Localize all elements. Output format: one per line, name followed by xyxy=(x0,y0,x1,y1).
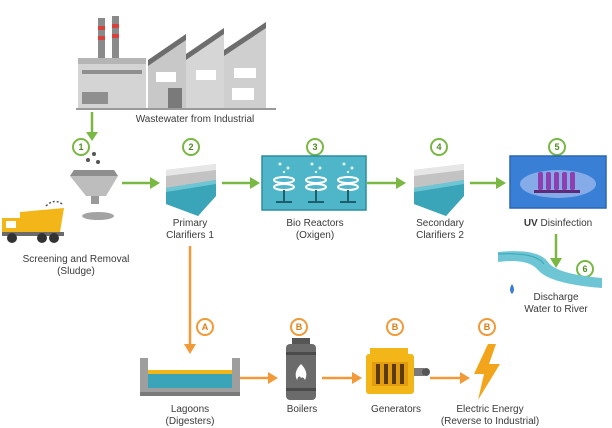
uv-label-rest: Disinfection xyxy=(537,218,593,229)
generators-label: Generators xyxy=(370,404,422,415)
secondary-clarifier-label-line1: Secondary xyxy=(416,218,464,229)
generator-icon xyxy=(366,348,430,394)
step-badge-1: 1 xyxy=(72,138,90,156)
boiler-icon xyxy=(286,338,316,400)
uv-label: UV Disinfection xyxy=(504,218,612,230)
bio-reactor-icon xyxy=(261,155,367,211)
discharge-label-line2: Water to River xyxy=(524,304,588,315)
factory-label: Wastewater from Industrial xyxy=(135,114,255,125)
energy-label-line1: Electric Energy xyxy=(456,404,524,415)
primary-clarifier-label-line2: Clarifiers 1 xyxy=(166,230,214,241)
discharge-label-line1: Discharge xyxy=(533,292,579,303)
lagoons-label-line2: (Digesters) xyxy=(165,416,215,427)
secondary-clarifier-label-line2: Clarifiers 2 xyxy=(416,230,464,241)
step-badge-3: 3 xyxy=(306,138,324,156)
factory-icon xyxy=(76,16,276,110)
lightning-bolt-icon xyxy=(474,344,500,400)
lagoons-label-line1: Lagoons xyxy=(170,404,210,415)
step-badge-6: 6 xyxy=(576,260,594,278)
uv-lamp-icon xyxy=(509,155,607,209)
screening-hopper-icon xyxy=(70,152,118,220)
clarifier-tank-icon xyxy=(414,164,464,216)
boilers-label: Boilers xyxy=(286,404,318,415)
step-badge-2: 2 xyxy=(182,138,200,156)
step-badge-b-energy: B xyxy=(478,318,496,336)
step-badge-b-boilers: B xyxy=(290,318,308,336)
lagoon-icon xyxy=(140,358,240,396)
step-badge-b-generators: B xyxy=(386,318,404,336)
river-icon xyxy=(497,251,602,294)
clarifier-tank-icon xyxy=(166,164,216,216)
primary-clarifier-label-line1: Primary xyxy=(172,218,208,229)
sludge-truck-icon xyxy=(2,200,64,243)
uv-label-bold: UV xyxy=(523,218,538,229)
bio-reactor-label-line2: (Oxigen) xyxy=(295,230,335,241)
screening-label-line1: Screening and Removal xyxy=(22,254,130,265)
energy-label-line2: (Reverse to Industrial) xyxy=(440,416,540,427)
step-badge-a: A xyxy=(196,318,214,336)
step-badge-4: 4 xyxy=(430,138,448,156)
bio-reactor-label-line1: Bio Reactors xyxy=(286,218,344,229)
screening-label-line2: (Sludge) xyxy=(57,266,95,277)
step-badge-5: 5 xyxy=(548,138,566,156)
